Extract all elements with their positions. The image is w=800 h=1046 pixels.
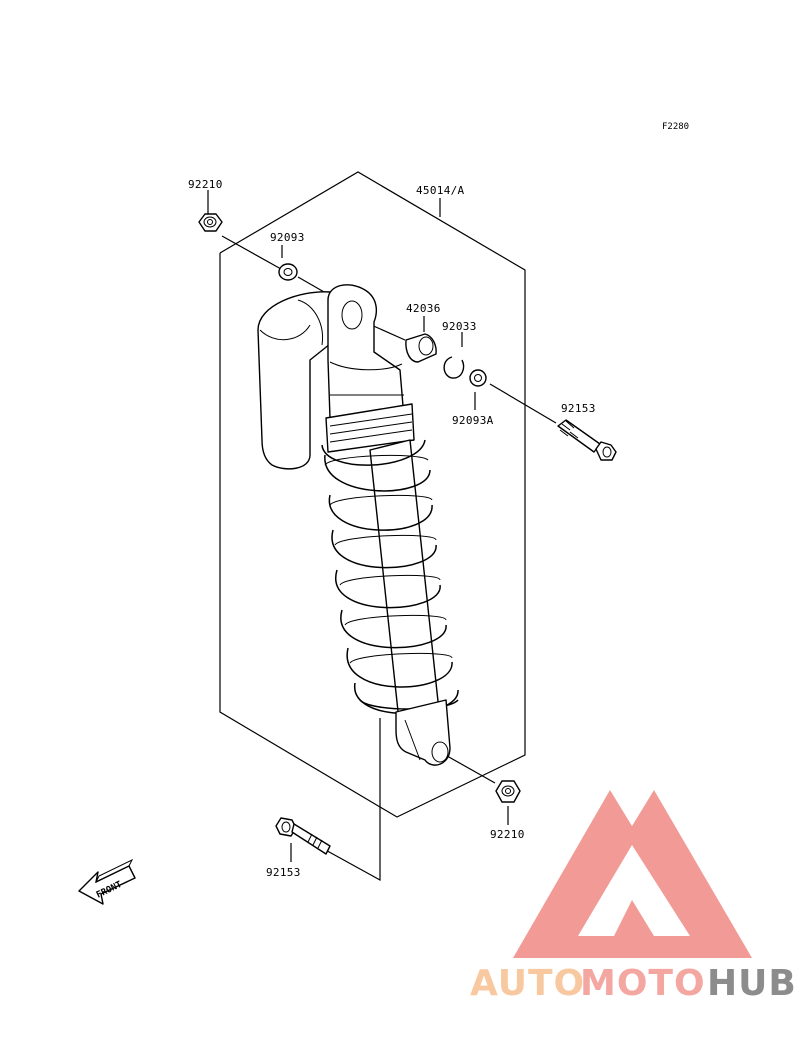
watermark-auto: AUTO	[470, 963, 585, 1004]
watermark-moto: MOTO	[580, 963, 706, 1004]
figure-code: F2280	[662, 122, 689, 132]
adjuster-ring-icon	[325, 403, 415, 453]
watermark-logo-icon	[513, 790, 752, 958]
circlip-icon	[443, 356, 465, 379]
label-nut-top: 92210	[188, 178, 223, 191]
shock-body-icon	[327, 284, 405, 419]
bolt-top-icon	[557, 419, 617, 461]
front-arrow-icon: FRONT	[78, 858, 136, 905]
label-bolt-top: 92153	[561, 402, 596, 415]
nut-top-icon	[198, 213, 223, 232]
bolt-bottom-icon	[275, 817, 331, 855]
label-bushing: 42036	[406, 302, 441, 315]
nut-bottom-icon	[495, 780, 521, 803]
washer-a-icon	[469, 369, 487, 387]
lower-clevis-icon	[395, 699, 451, 766]
label-washer-top: 92093	[270, 231, 305, 244]
bushing-icon	[405, 333, 437, 363]
label-washer-a: 92093A	[452, 414, 494, 427]
washer-top-icon	[278, 263, 298, 281]
label-nut-bottom: 92210	[490, 828, 525, 841]
watermark-hub: HUB	[707, 963, 797, 1004]
leader-lines	[207, 190, 557, 862]
watermark-text: AUTO MOTO HUB	[470, 963, 797, 1004]
label-assembly: 45014/A	[416, 184, 465, 197]
spring-icon	[321, 439, 459, 731]
label-circlip: 92033	[442, 320, 477, 333]
reservoir-icon	[257, 291, 336, 470]
label-bolt-bottom: 92153	[266, 866, 301, 879]
